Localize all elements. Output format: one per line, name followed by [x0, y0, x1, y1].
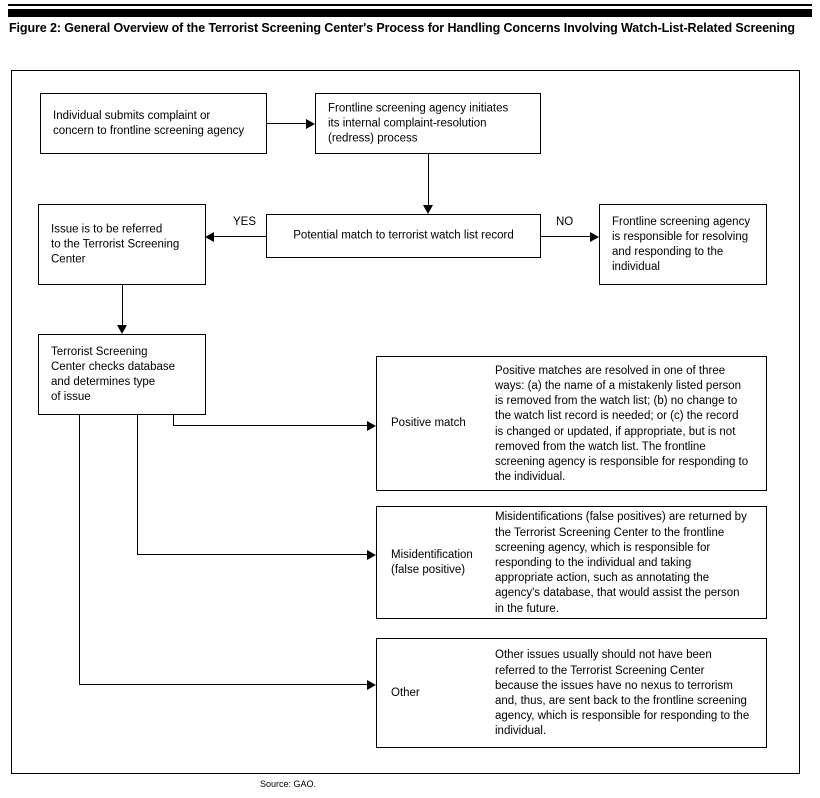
outcome-description-other: Other issues usually should not have bee…	[495, 649, 750, 738]
edge-redress-to-decision-arrowhead	[423, 205, 433, 214]
edge-complaint-to-redress-arrowhead	[306, 119, 315, 129]
outcome-description-positive-match: Positive matches are resolved in one of …	[495, 364, 749, 484]
edge-tsc-to-misid-arrowhead	[367, 550, 376, 560]
node-frontline-redress: Frontline screening agency initiates its…	[315, 93, 541, 154]
edge-issue-to-tsc	[122, 285, 123, 325]
edge-no	[541, 236, 590, 237]
footer-rule	[11, 773, 800, 774]
edge-no-arrowhead	[590, 232, 599, 242]
edge-tsc-to-other-horizontal	[79, 684, 367, 685]
outcome-box-misidentification: Misidentification (false positive) Misid…	[376, 506, 767, 619]
node-frontline-responsible-label: Frontline screening agency is responsibl…	[612, 215, 751, 273]
edge-yes-arrowhead	[205, 232, 214, 242]
outcome-label-misidentification: Misidentification (false positive)	[391, 548, 473, 576]
outcome-label-other: Other	[391, 686, 420, 699]
edge-tsc-to-other-arrowhead	[367, 680, 376, 690]
edge-issue-to-tsc-arrowhead	[117, 325, 127, 334]
figure-title: Figure 2: General Overview of the Terror…	[9, 21, 795, 35]
outcome-box-other: Other Other issues usually should not ha…	[376, 638, 767, 748]
node-decision-potential-match: Potential match to terrorist watch list …	[266, 214, 541, 258]
edge-tsc-to-misid-vertical	[137, 415, 138, 555]
edge-tsc-to-positive-horizontal	[173, 425, 367, 426]
edge-tsc-to-misid-horizontal	[137, 554, 367, 555]
header-rule-thin	[8, 4, 812, 6]
node-tsc-checks-database-label: Terrorist Screening Center checks databa…	[51, 345, 176, 403]
header-rule-thick	[8, 9, 812, 17]
node-individual-complaint: Individual submits complaint or concern …	[40, 93, 267, 154]
outcome-description-misidentification: Misidentifications (false positives) are…	[495, 511, 747, 615]
node-tsc-checks-database: Terrorist Screening Center checks databa…	[38, 334, 206, 415]
edge-tsc-to-positive-vertical	[173, 415, 174, 426]
node-frontline-redress-label: Frontline screening agency initiates its…	[328, 102, 509, 144]
node-issue-referred-label: Issue is to be referred to the Terrorist…	[51, 223, 180, 265]
edge-tsc-to-positive-arrowhead	[367, 421, 376, 431]
edge-tsc-to-other-vertical	[79, 415, 80, 685]
edge-yes	[213, 236, 266, 237]
source-note: Source: GAO.	[260, 779, 317, 789]
outcome-box-positive-match: Positive match Positive matches are reso…	[376, 356, 767, 491]
edge-label-no: NO	[554, 216, 576, 229]
node-frontline-responsible: Frontline screening agency is responsibl…	[599, 204, 767, 285]
node-decision-label: Potential match to terrorist watch list …	[293, 229, 514, 242]
edge-complaint-to-redress	[267, 123, 306, 124]
edge-label-yes: YES	[231, 216, 259, 229]
node-issue-referred: Issue is to be referred to the Terrorist…	[38, 204, 206, 285]
outcome-label-positive-match: Positive match	[391, 417, 466, 429]
edge-redress-to-decision	[428, 154, 429, 205]
node-individual-complaint-label: Individual submits complaint or concern …	[53, 109, 245, 137]
